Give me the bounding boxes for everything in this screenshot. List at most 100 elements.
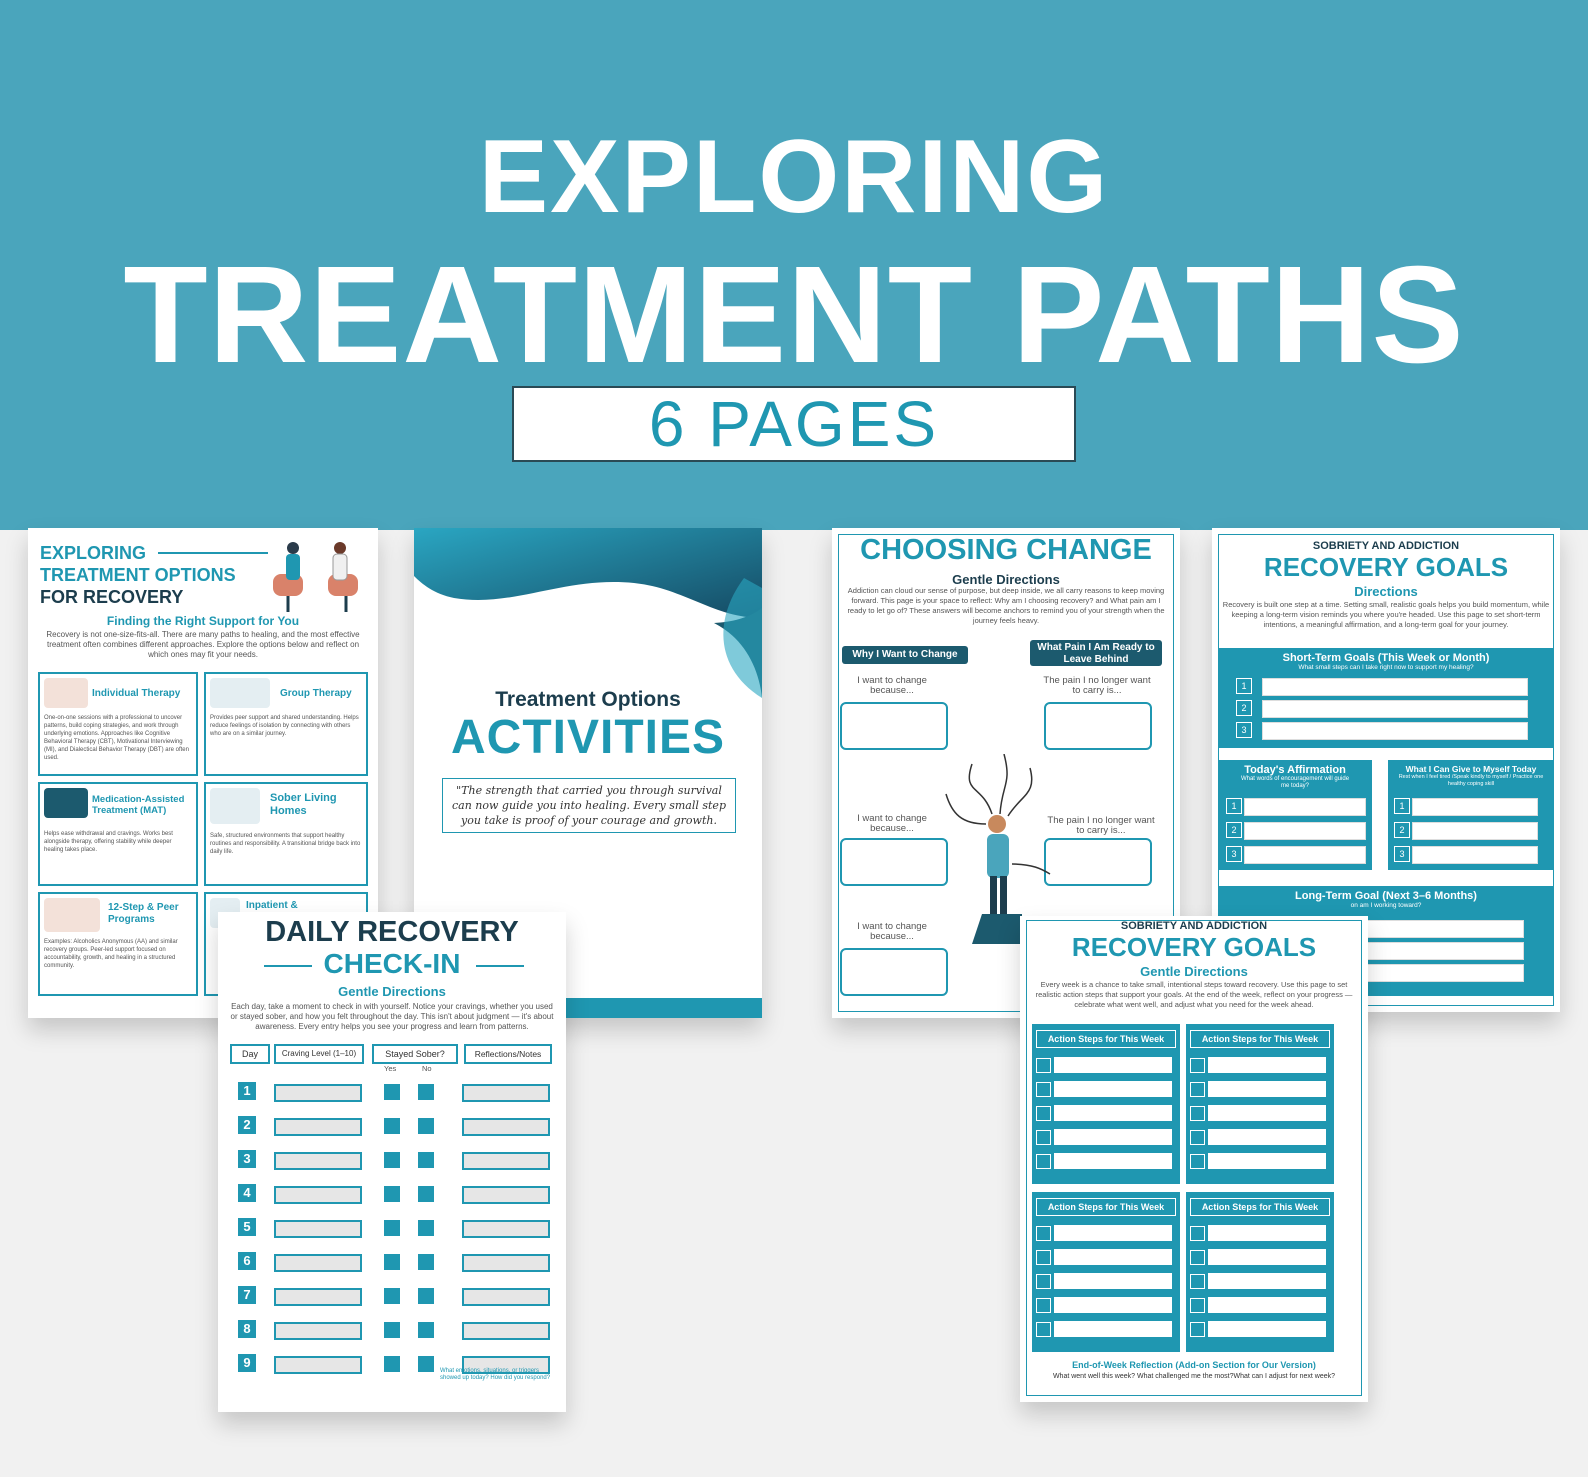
action-step-checkbox[interactable] (1190, 1226, 1205, 1241)
action-step-checkbox[interactable] (1036, 1250, 1051, 1265)
action-step-line[interactable] (1054, 1081, 1172, 1097)
sober-no-checkbox[interactable] (418, 1084, 434, 1100)
sober-yes-checkbox[interactable] (384, 1084, 400, 1100)
action-step-checkbox[interactable] (1190, 1082, 1205, 1097)
left-answer-3[interactable] (840, 948, 948, 996)
craving-level-field[interactable] (274, 1118, 362, 1136)
reflection-notes-field[interactable] (462, 1288, 550, 1306)
action-step-line[interactable] (1054, 1321, 1172, 1337)
reflection-notes-field[interactable] (462, 1356, 550, 1374)
reflection-notes-field[interactable] (462, 1152, 550, 1170)
action-step-line[interactable] (1208, 1105, 1326, 1121)
action-step-checkbox[interactable] (1036, 1226, 1051, 1241)
reflection-notes-field[interactable] (462, 1254, 550, 1272)
sober-no-checkbox[interactable] (418, 1288, 434, 1304)
craving-level-field[interactable] (274, 1356, 362, 1374)
give-line-1[interactable] (1412, 798, 1538, 816)
action-step-checkbox[interactable] (1036, 1322, 1051, 1337)
craving-level-field[interactable] (274, 1152, 362, 1170)
action-step-line[interactable] (1208, 1153, 1326, 1169)
sober-yes-checkbox[interactable] (384, 1186, 400, 1202)
right-answer-2[interactable] (1044, 838, 1152, 886)
right-answer-1[interactable] (1044, 702, 1152, 750)
sober-no-checkbox[interactable] (418, 1356, 434, 1372)
action-step-line[interactable] (1208, 1297, 1326, 1313)
right-header-pill: What Pain I Am Ready to Leave Behind (1030, 640, 1162, 666)
left-answer-1[interactable] (840, 702, 948, 750)
craving-level-field[interactable] (274, 1220, 362, 1238)
sober-yes-checkbox[interactable] (384, 1288, 400, 1304)
action-step-line[interactable] (1054, 1297, 1172, 1313)
reflection-notes-field[interactable] (462, 1084, 550, 1102)
sober-yes-checkbox[interactable] (384, 1254, 400, 1270)
long-goal-line-3[interactable] (1348, 964, 1524, 982)
aff-line-3[interactable] (1244, 846, 1366, 864)
short-goal-line-2[interactable] (1262, 700, 1528, 718)
craving-level-field[interactable] (274, 1322, 362, 1340)
action-step-checkbox[interactable] (1190, 1250, 1205, 1265)
action-step-checkbox[interactable] (1190, 1058, 1205, 1073)
sober-no-checkbox[interactable] (418, 1220, 434, 1236)
aff-line-2[interactable] (1244, 822, 1366, 840)
long-goal-line-1[interactable] (1348, 920, 1524, 938)
action-step-line[interactable] (1208, 1057, 1326, 1073)
action-step-line[interactable] (1054, 1249, 1172, 1265)
check-in-row: 7 (218, 1286, 566, 1310)
action-step-line[interactable] (1054, 1153, 1172, 1169)
action-step-checkbox[interactable] (1036, 1298, 1051, 1313)
action-step-line[interactable] (1208, 1321, 1326, 1337)
action-step-checkbox[interactable] (1190, 1298, 1205, 1313)
reflection-notes-field[interactable] (462, 1322, 550, 1340)
aff-line-1[interactable] (1244, 798, 1366, 816)
action-step-line[interactable] (1208, 1273, 1326, 1289)
short-goal-line-3[interactable] (1262, 722, 1528, 740)
action-step-line[interactable] (1208, 1081, 1326, 1097)
action-step-checkbox[interactable] (1036, 1106, 1051, 1121)
left-answer-2[interactable] (840, 838, 948, 886)
card-title: Group Therapy (280, 688, 352, 699)
action-step-checkbox[interactable] (1036, 1274, 1051, 1289)
action-step-checkbox[interactable] (1036, 1154, 1051, 1169)
reflection-notes-field[interactable] (462, 1186, 550, 1204)
sober-yes-checkbox[interactable] (384, 1220, 400, 1236)
action-step-line[interactable] (1208, 1225, 1326, 1241)
action-step-checkbox[interactable] (1190, 1106, 1205, 1121)
sober-no-checkbox[interactable] (418, 1118, 434, 1134)
action-step-line[interactable] (1054, 1105, 1172, 1121)
give-line-3[interactable] (1412, 846, 1538, 864)
action-step-checkbox[interactable] (1036, 1058, 1051, 1073)
action-step-line[interactable] (1054, 1129, 1172, 1145)
craving-level-field[interactable] (274, 1084, 362, 1102)
sober-no-checkbox[interactable] (418, 1254, 434, 1270)
sober-no-checkbox[interactable] (418, 1322, 434, 1338)
banner-title-line2: TREATMENT PATHS (123, 238, 1465, 392)
craving-level-field[interactable] (274, 1288, 362, 1306)
craving-level-field[interactable] (274, 1186, 362, 1204)
action-step-line[interactable] (1054, 1273, 1172, 1289)
action-step-line[interactable] (1208, 1129, 1326, 1145)
give-line-2[interactable] (1412, 822, 1538, 840)
sober-yes-checkbox[interactable] (384, 1118, 400, 1134)
action-step-line[interactable] (1054, 1057, 1172, 1073)
card-body: Safe, structured environments that suppo… (210, 833, 361, 855)
action-step-checkbox[interactable] (1190, 1274, 1205, 1289)
p2-subtitle: Treatment Options (495, 688, 681, 711)
reflection-notes-field[interactable] (462, 1118, 550, 1136)
long-goal-line-2[interactable] (1348, 942, 1524, 960)
action-step-checkbox[interactable] (1036, 1082, 1051, 1097)
sober-yes-checkbox[interactable] (384, 1356, 400, 1372)
reflection-notes-field[interactable] (462, 1220, 550, 1238)
action-step-checkbox[interactable] (1190, 1154, 1205, 1169)
action-step-checkbox[interactable] (1190, 1130, 1205, 1145)
action-step-line[interactable] (1208, 1249, 1326, 1265)
action-step-checkbox[interactable] (1036, 1130, 1051, 1145)
action-step-checkbox[interactable] (1190, 1322, 1205, 1337)
sober-no-checkbox[interactable] (418, 1152, 434, 1168)
action-step-line[interactable] (1054, 1225, 1172, 1241)
card-group-therapy: Group Therapy Provides peer support and … (204, 672, 368, 776)
sober-no-checkbox[interactable] (418, 1186, 434, 1202)
sober-yes-checkbox[interactable] (384, 1322, 400, 1338)
sober-yes-checkbox[interactable] (384, 1152, 400, 1168)
short-goal-line-1[interactable] (1262, 678, 1528, 696)
craving-level-field[interactable] (274, 1254, 362, 1272)
